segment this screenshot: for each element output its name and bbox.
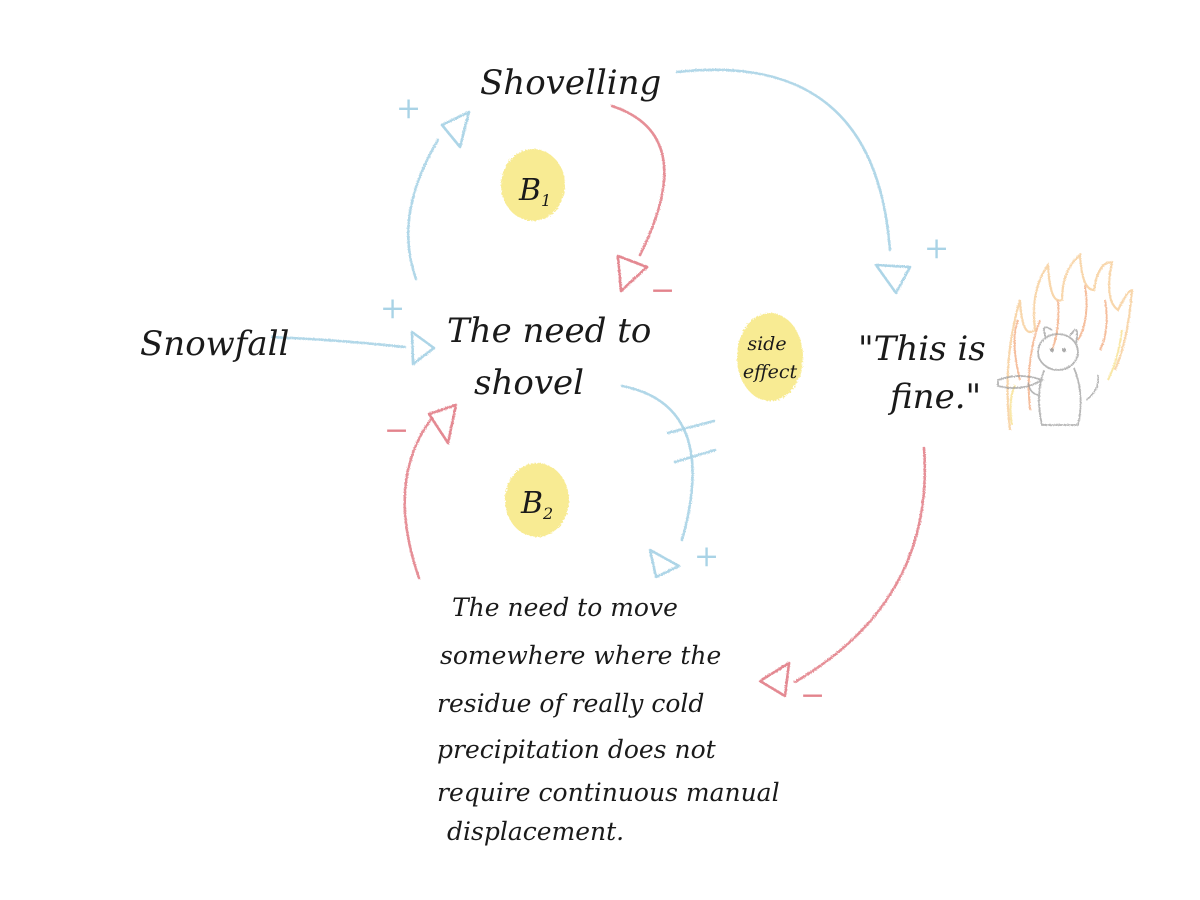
loop-label-side-effect: side effect bbox=[743, 333, 798, 383]
sign-need-link: − bbox=[650, 273, 675, 308]
loop-marker-side-effect bbox=[737, 313, 803, 401]
delay-mark-1 bbox=[666, 419, 716, 435]
arrowhead-need-link bbox=[616, 254, 649, 293]
arrowhead-need-from-move bbox=[427, 403, 458, 445]
sign-need-from-move: − bbox=[384, 413, 409, 448]
arrowhead-move-link bbox=[648, 548, 681, 579]
sign-shovelling-link: + bbox=[396, 91, 421, 126]
link-shovelling-to-fine bbox=[675, 68, 892, 252]
sign-snowfall-link: + bbox=[380, 291, 405, 326]
sign-move-link: + bbox=[694, 539, 719, 574]
loop-label-b2: B2 bbox=[520, 486, 553, 523]
link-move-to-need bbox=[403, 416, 434, 580]
link-need-to-move bbox=[620, 384, 694, 542]
sign-move-from-fine: − bbox=[800, 678, 825, 713]
arrowhead-shovelling-link bbox=[440, 110, 471, 149]
link-need-to-shovelling bbox=[406, 138, 440, 281]
arrowhead-snowfall-link bbox=[410, 330, 436, 366]
node-need-to-shovel: The need to shovel bbox=[447, 311, 662, 403]
sign-fine-link: + bbox=[924, 231, 949, 266]
link-shovelling-to-need bbox=[610, 104, 666, 257]
fire-icon bbox=[1006, 252, 1134, 431]
node-shovelling: Shovelling bbox=[480, 63, 661, 103]
link-fine-to-move bbox=[793, 446, 927, 684]
link-snowfall-to-need bbox=[270, 335, 407, 349]
delay-mark-2 bbox=[673, 448, 717, 464]
this-is-fine-dog-icon bbox=[997, 326, 1100, 426]
loop-marker-b1 bbox=[501, 149, 565, 221]
node-snowfall: Snowfall bbox=[140, 324, 289, 364]
node-this-is-fine: "This is fine." bbox=[858, 329, 996, 417]
arrowhead-fine-link bbox=[874, 263, 912, 295]
loop-label-b1: B1 bbox=[518, 173, 551, 210]
arrowhead-move-from-fine bbox=[758, 661, 791, 698]
loop-marker-b2 bbox=[505, 463, 569, 537]
node-need-to-move: The need to move somewhere where the res… bbox=[437, 593, 788, 846]
